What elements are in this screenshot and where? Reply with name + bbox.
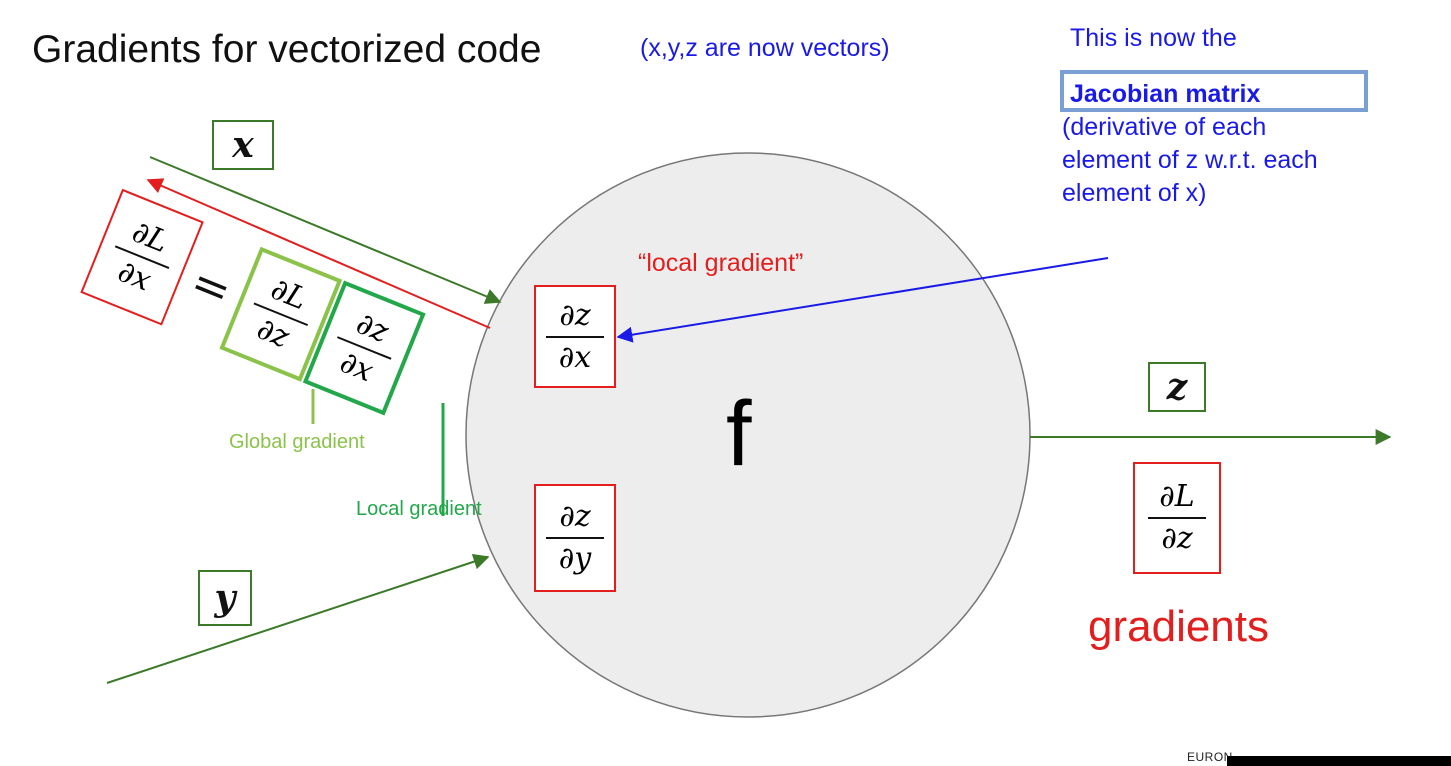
footer-bar — [1227, 756, 1451, 766]
fraction-bar — [546, 537, 604, 539]
jacobian-note-line1: This is now the — [1070, 24, 1237, 52]
dz-dy-numerator: ∂z — [559, 499, 591, 534]
jacobian-note-details: (derivative of each element of z w.r.t. … — [1062, 111, 1442, 210]
var-x: x — [232, 124, 254, 166]
dL-dz-numerator: ∂L — [1159, 479, 1195, 514]
page-title: Gradients for vectorized code — [32, 28, 542, 71]
jacobian-matrix-label: Jacobian matrix — [1070, 80, 1261, 108]
dz-dy-denominator: ∂y — [558, 541, 592, 576]
local-gradient-label: Local gradient — [356, 498, 482, 520]
fraction-bar — [1148, 517, 1206, 519]
var-x-box: x — [212, 120, 274, 170]
dz-dy-fraction: ∂z ∂y — [534, 484, 616, 592]
jacobian-pointer-arrow — [616, 257, 1109, 343]
var-z: z — [1166, 366, 1188, 408]
jacobian-highlight-box — [1060, 70, 1368, 112]
gradients-label: gradients — [1088, 602, 1270, 651]
vectors-note: (x,y,z are now vectors) — [640, 34, 890, 62]
local-gradient-caption: “local gradient” — [638, 249, 804, 277]
input-y-arrow — [106, 553, 490, 684]
jacobian-note-line: element of z w.r.t. each — [1062, 146, 1318, 174]
var-y-box: y — [198, 570, 252, 626]
var-z-box: z — [1148, 362, 1206, 412]
dL-dz-denominator: ∂z — [1161, 521, 1193, 556]
fraction-bar — [546, 335, 604, 338]
dz-dx-fraction: ∂z ∂x — [534, 285, 616, 388]
dz-dx-numerator: ∂z — [559, 297, 591, 333]
footer-brand: EURON — [1187, 750, 1233, 764]
chain-dL-dz-denominator: ∂z — [252, 311, 295, 356]
jacobian-note-line: element of x) — [1062, 179, 1207, 207]
var-y: y — [214, 577, 236, 619]
global-gradient-label: Global gradient — [229, 431, 365, 453]
function-node-label: f — [726, 383, 752, 485]
backward-gradient-arrow — [146, 178, 491, 329]
equals-sign: = — [183, 254, 240, 319]
input-x-arrow — [149, 156, 502, 304]
dz-dx-denominator: ∂x — [558, 339, 592, 375]
jacobian-note-line: (derivative of each — [1062, 113, 1267, 141]
dL-dz-fraction: ∂L ∂z — [1133, 462, 1221, 574]
